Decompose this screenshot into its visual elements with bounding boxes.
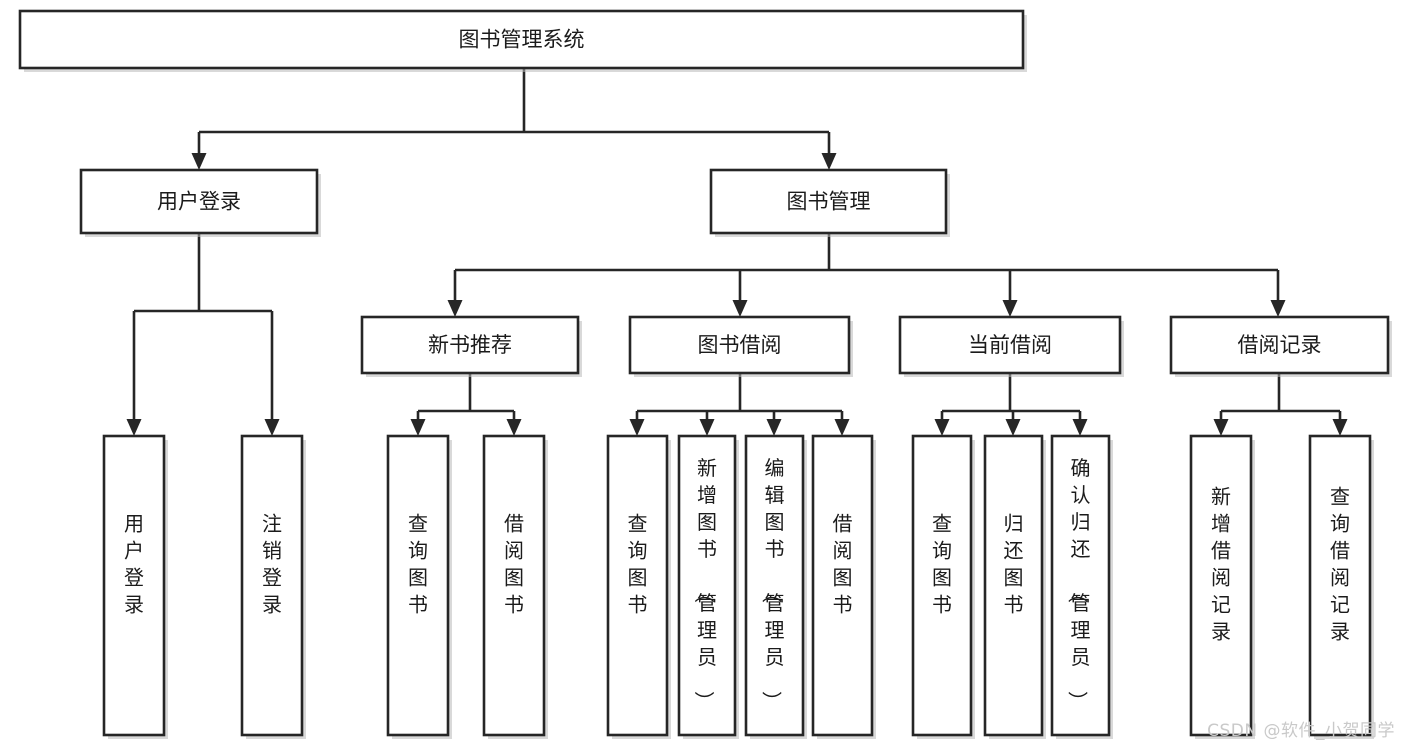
node-leaf-7-label: 借阅图书	[833, 512, 853, 617]
node-leaf-3[interactable]: 借阅图书	[482, 434, 548, 739]
node-leaf-9-label: 归还图书	[1004, 512, 1024, 617]
node-leaf-11-box[interactable]	[1189, 434, 1253, 737]
edge-root-to-level2-arrow-1	[821, 153, 837, 170]
node-level3-1[interactable]: 图书借阅	[628, 315, 853, 377]
edge-books-to-level3-arrow-1	[732, 300, 748, 317]
node-leaf-8-box[interactable]	[911, 434, 973, 737]
node-leaf-2-label: 查询图书	[408, 512, 428, 617]
edge-login-to-leaves-arrow-0	[126, 419, 142, 436]
node-level3-0-label: 新书推荐	[428, 333, 512, 357]
edge-level3-2-to-leaves-arrow-1	[1005, 419, 1021, 436]
edge-level3-1-to-leaves-arrow-1	[699, 419, 715, 436]
node-leaf-9[interactable]: 归还图书	[983, 434, 1046, 739]
node-root-图书管理系统[interactable]: 图书管理系统	[18, 9, 1027, 72]
node-level3-3-box[interactable]	[1169, 315, 1390, 375]
node-level3-2-label: 当前借阅	[968, 333, 1052, 357]
node-leaf-6[interactable]: 编辑图书（管理员）	[744, 434, 807, 739]
node-leaf-1[interactable]: 注销登录	[240, 434, 306, 739]
edge-books-to-level3-arrow-0	[447, 300, 463, 317]
node-level3-3-label: 借阅记录	[1238, 333, 1322, 357]
watermark-text: CSDN @软件_小贺同学	[1207, 721, 1395, 741]
node-level2-1[interactable]: 图书管理	[709, 168, 950, 237]
node-leaf-2-box[interactable]	[386, 434, 450, 737]
node-level2-0-label: 用户登录	[157, 190, 241, 214]
node-level2-0[interactable]: 用户登录	[79, 168, 321, 237]
node-root-图书管理系统-box[interactable]	[18, 9, 1025, 70]
node-leaf-9-box[interactable]	[983, 434, 1044, 737]
edge-books-to-level3-arrow-2	[1002, 300, 1018, 317]
edge-level3-3-to-leaves-arrow-0	[1213, 419, 1229, 436]
edge-level3-2-to-leaves-arrow-2	[1072, 419, 1088, 436]
node-leaf-5-box[interactable]	[677, 434, 737, 737]
edge-root-to-level2-arrow-0	[191, 153, 207, 170]
edge-level3-1-to-leaves-arrow-0	[629, 419, 645, 436]
edge-level3-3-to-leaves-arrow-1	[1332, 419, 1348, 436]
node-leaf-7-box[interactable]	[811, 434, 874, 737]
node-leaf-10-label: 确认归还（管理员）	[1066, 456, 1091, 711]
node-leaf-3-label: 借阅图书	[504, 512, 524, 617]
node-leaf-8-label: 查询图书	[932, 512, 952, 617]
node-leaf-4-label: 查询图书	[628, 512, 648, 617]
nodes-layer: 图书管理系统用户登录图书管理新书推荐图书借阅当前借阅借阅记录用户登录注销登录查询…	[18, 9, 1392, 739]
node-leaf-1-label: 注销登录	[262, 512, 282, 617]
node-leaf-4-box[interactable]	[606, 434, 669, 737]
edge-level3-0-to-leaves-arrow-1	[506, 419, 522, 436]
node-level2-1-label: 图书管理	[787, 190, 871, 214]
edge-level3-1-to-leaves-arrow-3	[834, 419, 850, 436]
node-leaf-7[interactable]: 借阅图书	[811, 434, 876, 739]
node-leaf-12-label: 查询借阅记录	[1330, 485, 1350, 644]
edge-books-to-level3-arrow-3	[1270, 300, 1286, 317]
node-level3-1-box[interactable]	[628, 315, 851, 375]
node-leaf-0-box[interactable]	[102, 434, 166, 737]
node-leaf-10-box[interactable]	[1050, 434, 1111, 737]
node-leaf-0[interactable]: 用户登录	[102, 434, 168, 739]
node-leaf-0-label: 用户登录	[124, 512, 144, 617]
node-level2-0-box[interactable]	[79, 168, 319, 235]
node-leaf-3-box[interactable]	[482, 434, 546, 737]
node-leaf-2[interactable]: 查询图书	[386, 434, 452, 739]
node-level3-3[interactable]: 借阅记录	[1169, 315, 1392, 377]
node-leaf-5-label: 新增图书（管理员）	[692, 456, 717, 711]
node-leaf-6-box[interactable]	[744, 434, 805, 737]
node-level3-2-box[interactable]	[898, 315, 1122, 375]
node-root-图书管理系统-label: 图书管理系统	[459, 28, 585, 52]
node-leaf-12[interactable]: 查询借阅记录	[1308, 434, 1374, 739]
node-level3-0-box[interactable]	[360, 315, 580, 375]
node-leaf-10[interactable]: 确认归还（管理员）	[1050, 434, 1113, 739]
node-leaf-11-label: 新增借阅记录	[1211, 485, 1231, 644]
node-leaf-12-box[interactable]	[1308, 434, 1372, 737]
edge-level3-2-to-leaves-arrow-0	[934, 419, 950, 436]
node-leaf-11[interactable]: 新增借阅记录	[1189, 434, 1255, 739]
node-leaf-6-label: 编辑图书（管理员）	[760, 456, 785, 711]
edge-login-to-leaves-arrow-1	[264, 419, 280, 436]
edges-layer	[126, 68, 1348, 436]
edge-level3-0-to-leaves-arrow-0	[410, 419, 426, 436]
node-level3-1-label: 图书借阅	[698, 333, 782, 357]
node-level2-1-box[interactable]	[709, 168, 948, 235]
node-leaf-8[interactable]: 查询图书	[911, 434, 975, 739]
node-leaf-5[interactable]: 新增图书（管理员）	[677, 434, 739, 739]
node-level3-2[interactable]: 当前借阅	[898, 315, 1124, 377]
node-leaf-4[interactable]: 查询图书	[606, 434, 671, 739]
node-level3-0[interactable]: 新书推荐	[360, 315, 582, 377]
node-leaf-1-box[interactable]	[240, 434, 304, 737]
edge-level3-1-to-leaves-arrow-2	[766, 419, 782, 436]
